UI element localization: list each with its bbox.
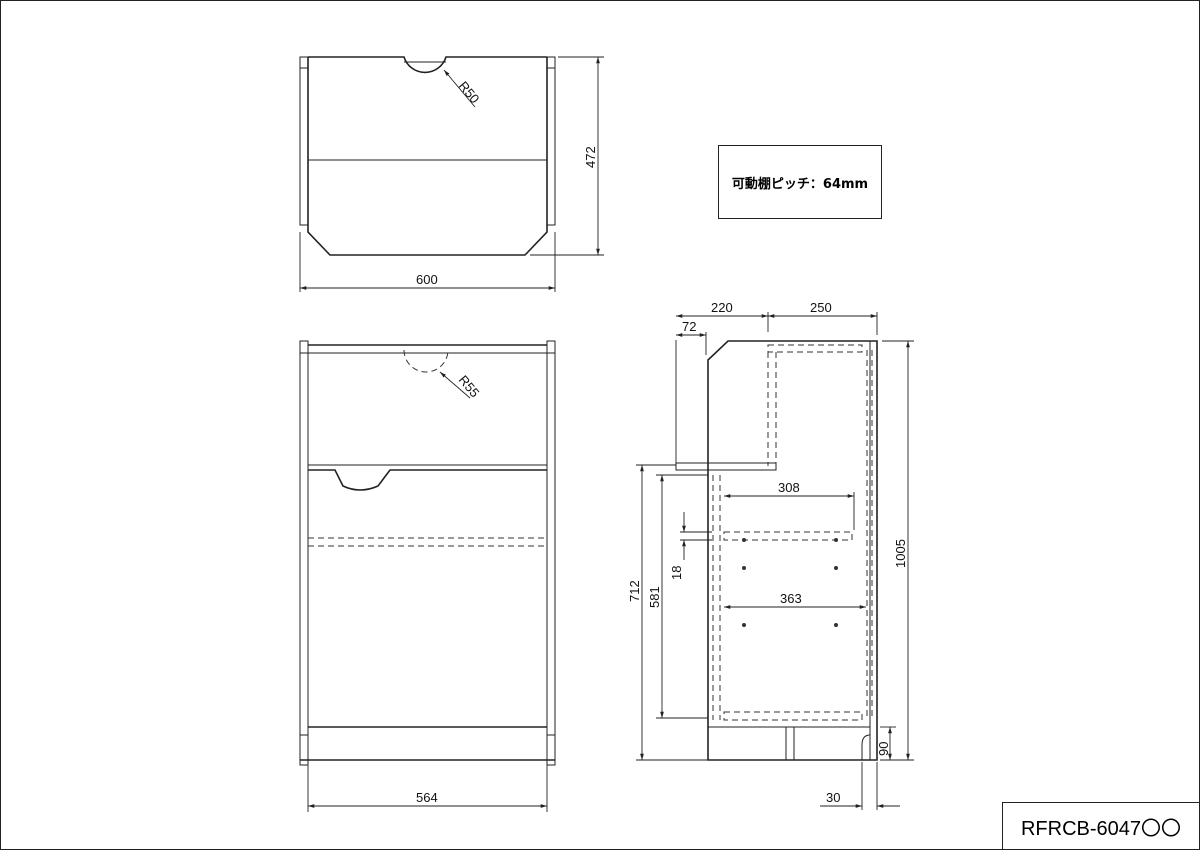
dim-712: 712 <box>627 580 642 602</box>
side-view: 220 250 72 308 363 1005 90 30 712 581 <box>627 300 914 810</box>
dim-220: 220 <box>711 300 733 315</box>
dim-250: 250 <box>810 300 832 315</box>
top-depth-label: 472 <box>583 146 598 168</box>
dim-1005: 1005 <box>893 539 908 568</box>
front-width-label: 564 <box>416 790 438 805</box>
dim-30: 30 <box>826 790 840 805</box>
dim-308: 308 <box>778 480 800 495</box>
dim-18: 18 <box>669 566 684 580</box>
dim-363: 363 <box>780 591 802 606</box>
dim-581: 581 <box>647 586 662 608</box>
dim-72: 72 <box>682 319 696 334</box>
model-number: RFRCB-6047〇〇 <box>1002 802 1200 850</box>
dim-90: 90 <box>876 742 891 756</box>
top-radius-label: R50 <box>456 78 483 106</box>
front-view: R55 564 <box>299 340 556 812</box>
top-view: R50 472 600 <box>299 56 604 292</box>
shelf-pitch-note: 可動棚ピッチ：64mm <box>718 145 882 219</box>
front-radius-label: R55 <box>456 372 483 400</box>
top-width-label: 600 <box>416 272 438 287</box>
